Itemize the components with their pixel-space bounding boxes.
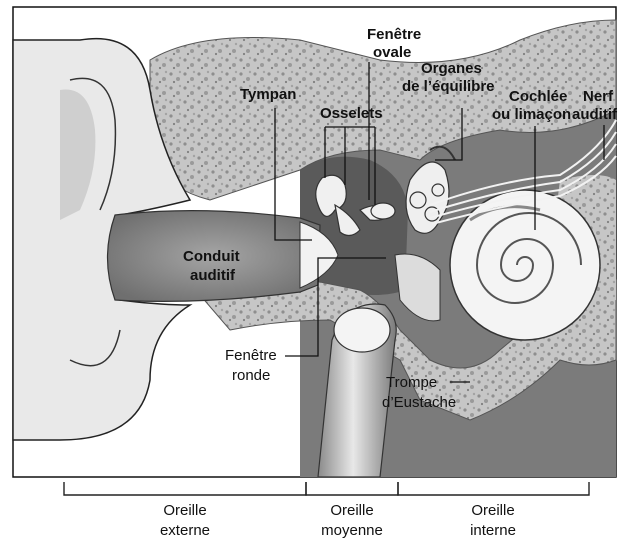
- label-fenetre-ovale-1: Fenêtre: [367, 26, 421, 43]
- label-trompe-1: Trompe: [386, 374, 437, 391]
- label-trompe-2: d’Eustache: [382, 394, 456, 411]
- label-fenetre-ovale-2: ovale: [373, 44, 411, 61]
- region-externe-1: Oreille: [163, 502, 206, 519]
- label-organes-2: de l’équilibre: [402, 78, 495, 95]
- bracket-oreille-moyenne: [306, 482, 398, 495]
- label-osselets: Osselets: [320, 105, 383, 122]
- bracket-oreille-interne: [398, 482, 589, 495]
- region-labels: Oreille externe Oreille moyenne Oreille …: [160, 502, 516, 539]
- label-fenetre-ronde-1: Fenêtre: [225, 347, 277, 364]
- region-externe-2: externe: [160, 522, 210, 539]
- label-cochlee-2: ou limaçon: [492, 106, 571, 123]
- label-nerf-2: auditif: [572, 106, 618, 123]
- cochlea-shape: [450, 190, 600, 340]
- label-conduit-2: auditif: [190, 267, 236, 284]
- region-moyenne-1: Oreille: [330, 502, 373, 519]
- label-cochlee-1: Cochlée: [509, 88, 567, 105]
- label-tympan: Tympan: [240, 86, 296, 103]
- label-organes-1: Organes: [421, 60, 482, 77]
- bracket-oreille-externe: [64, 482, 306, 495]
- region-interne-2: interne: [470, 522, 516, 539]
- label-fenetre-ronde-2: ronde: [232, 367, 270, 384]
- region-brackets: [64, 482, 589, 495]
- label-conduit-1: Conduit: [183, 248, 240, 265]
- label-nerf-1: Nerf: [583, 88, 614, 105]
- region-moyenne-2: moyenne: [321, 522, 383, 539]
- region-interne-1: Oreille: [471, 502, 514, 519]
